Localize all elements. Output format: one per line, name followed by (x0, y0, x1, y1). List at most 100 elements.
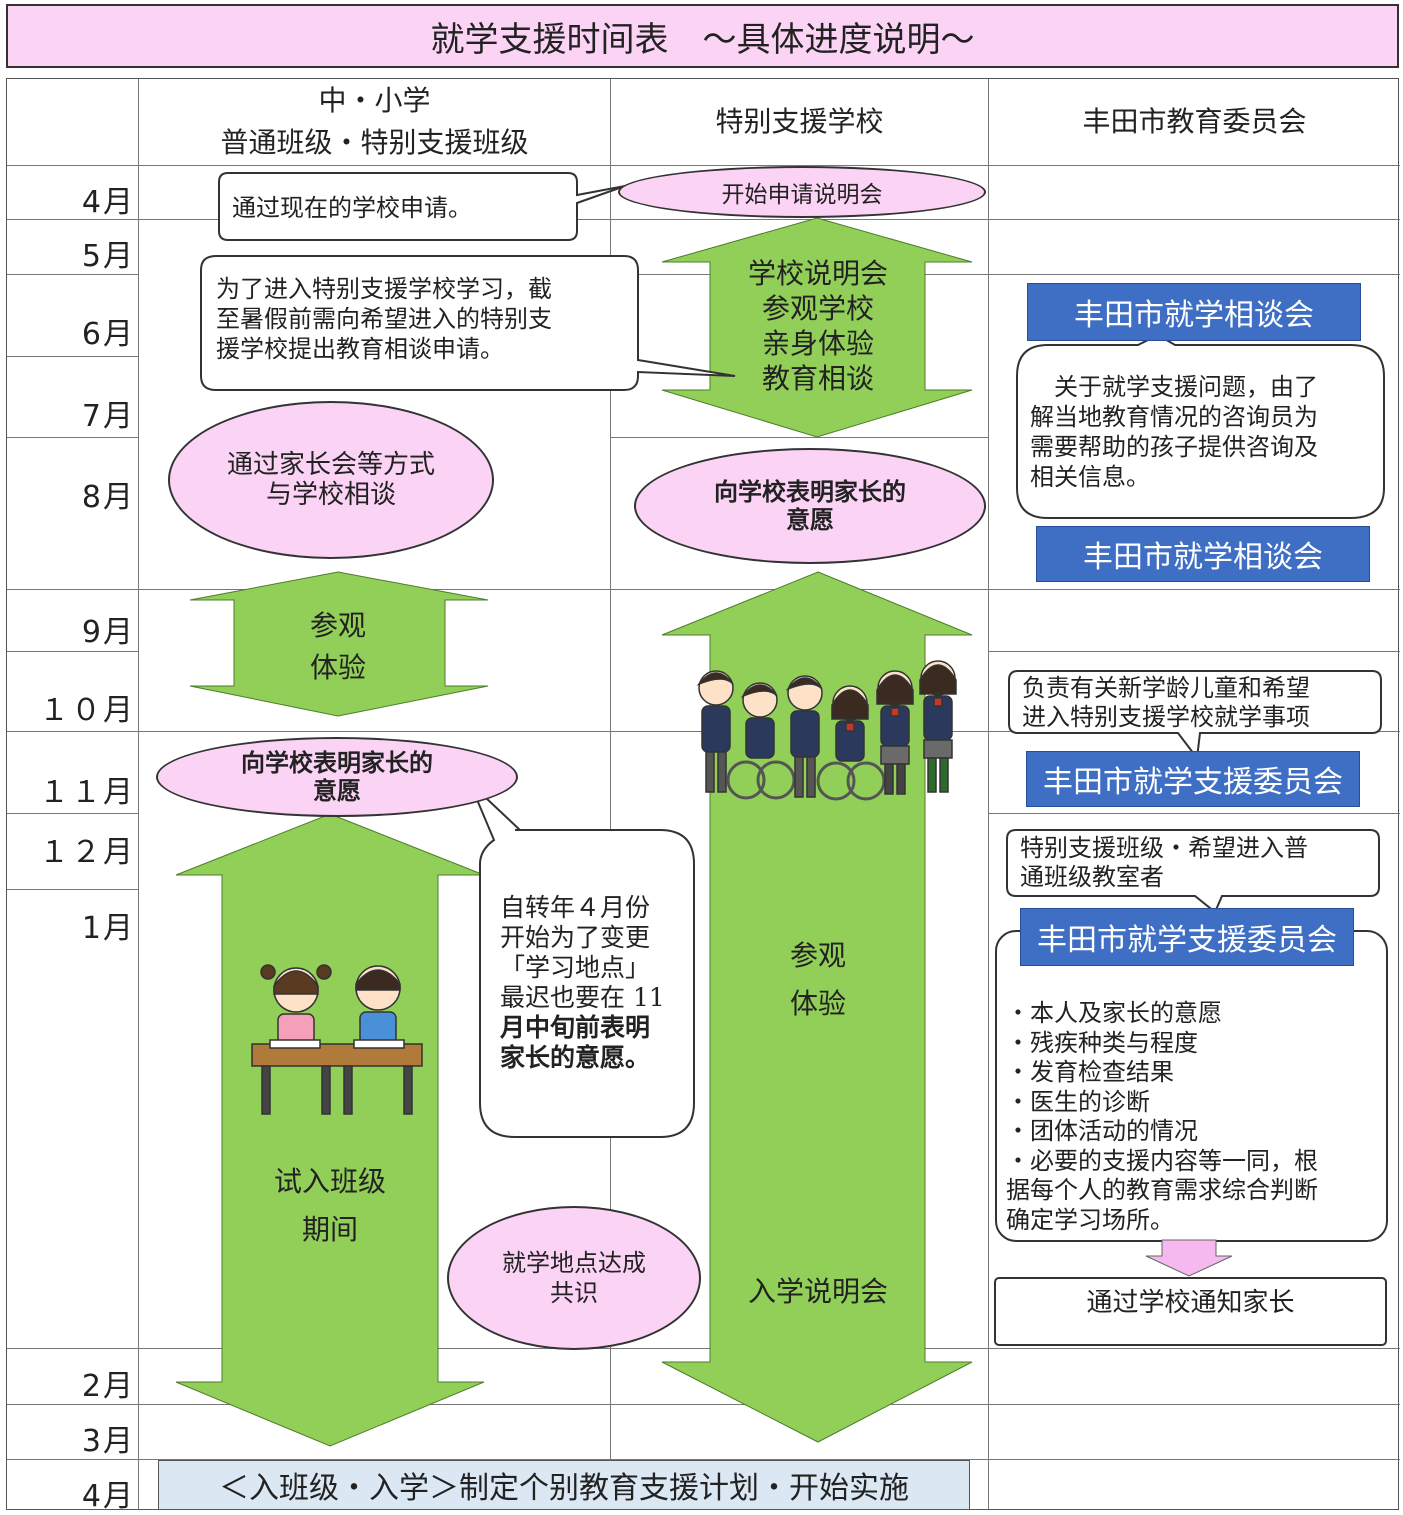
special-first-line: 亲身体验 (761, 327, 874, 360)
change-callout-line: 「学习地点」 (500, 953, 651, 982)
school-visit-arrow-text: 参观 体验 (278, 605, 398, 689)
school-trial-arrow (175, 813, 485, 1447)
month-label: １１月 (39, 775, 135, 810)
consult-info-line: 解当地教育情况的咨询员为 (1030, 403, 1318, 431)
consult-callout-line: 至暑假前需向希望进入的特别支 (216, 305, 552, 333)
apply-callout-shape (218, 172, 626, 241)
special-wish-ellipse: 向学校表明家长的 意愿 (634, 448, 986, 564)
criteria-item: 据每个人的教育需求综合判断 (1006, 1176, 1318, 1204)
change-callout-shape (469, 782, 695, 1138)
month-label: １０月 (39, 693, 135, 728)
change-callout-line: 开始为了变更 (500, 923, 651, 952)
row-line (610, 274, 1400, 275)
row-line (7, 1459, 1400, 1460)
notify-parents-text: 通过学校通知家长 (1086, 1288, 1295, 1318)
month-label: 3月 (81, 1424, 135, 1459)
month-label: 8月 (81, 480, 135, 515)
agree-line: 就学地点达成 (502, 1249, 646, 1277)
school-visit-arrow (189, 571, 489, 717)
consult-info-line: 需要帮助的孩子提供咨询及 (1030, 433, 1318, 461)
special-first-arrow (661, 217, 973, 438)
school-wish-line: 意愿 (313, 776, 361, 805)
consult-meeting-box-2: 丰田市就学相谈会 (1036, 526, 1370, 582)
enroll-meeting-text: 入学说明会 (747, 1275, 888, 1308)
row-line (7, 1404, 1400, 1405)
transfer-callout-text: 特别支援班级・希望进入普 通班级教室者 (1020, 834, 1308, 892)
row-line (7, 589, 1400, 590)
consult-callout-text: 为了进入特别支援学校学习，截 至暑假前需向希望进入的特别支 援学校提出教育相谈申… (216, 274, 552, 364)
special-big-line: 体验 (789, 987, 846, 1020)
special-big-line: 参观 (789, 939, 846, 972)
new-child-line: 进入特别支援学校就学事项 (1022, 703, 1310, 731)
agree-line: 共识 (550, 1279, 598, 1307)
change-callout-line: 自转年４月份 (500, 893, 651, 922)
consult-meeting-box-1: 丰田市就学相谈会 (1027, 283, 1361, 341)
school-trial-line: 期间 (301, 1213, 358, 1246)
column-header-board: 丰田市教育委员会 (1082, 105, 1307, 138)
notify-box-shape (994, 1277, 1387, 1346)
apply-callout-text: 通过现在的学校申请。 (232, 194, 472, 222)
special-first-line: 学校说明会 (747, 257, 888, 290)
column-header-school-line2: 普通班级・特别支援班级 (220, 126, 529, 159)
parent-meeting-ellipse: 通过家长会等方式 与学校相谈 (168, 401, 494, 559)
consult-info-callout-text: 关于就学支援问题，由了 解当地教育情况的咨询员为 需要帮助的孩子提供咨询及 相关… (1030, 372, 1318, 492)
consult-callout-shape (200, 255, 736, 391)
change-callout-line: 月中旬前表明 (500, 1013, 651, 1042)
column-header-school: 中・小学 普通班级・特别支援班级 (139, 79, 610, 165)
row-line (610, 437, 988, 438)
column-header-special-school: 特别支援学校 (715, 105, 884, 138)
change-callout-line: 最迟也要在 11 (500, 983, 665, 1012)
divider-month-column (138, 79, 139, 1509)
row-line (7, 219, 1400, 220)
row-line (988, 813, 1400, 814)
support-committee-box-2: 丰田市就学支援委员会 (1020, 908, 1354, 966)
special-big-arrow (661, 571, 973, 1443)
special-wish-line: 意愿 (786, 505, 834, 534)
criteria-item: ・本人及家长的意愿 (1006, 999, 1222, 1027)
month-label: 5月 (81, 239, 135, 274)
special-big-arrow-text: 参观 体验 (738, 932, 898, 1028)
row-line (7, 437, 138, 438)
criteria-item: ・残疾种类与程度 (1006, 1028, 1198, 1057)
criteria-item: ・发育检查结果 (1006, 1058, 1174, 1086)
row-line (7, 356, 138, 357)
new-child-callout-shape (1008, 670, 1382, 761)
special-wish-line: 向学校表明家长的 (714, 477, 906, 506)
consult-info-line: 相关信息。 (1030, 463, 1150, 491)
special-first-line: 教育相谈 (761, 362, 874, 395)
row-line (7, 889, 138, 890)
support-committee-box-1: 丰田市就学支援委员会 (1026, 751, 1360, 807)
month-label: 4月 (81, 185, 135, 220)
row-line (7, 165, 1400, 166)
special-first-line: 参观学校 (761, 292, 874, 325)
divider-special-column (988, 79, 989, 1509)
notify-down-arrow (1145, 1239, 1233, 1277)
implementation-bar: ＜入班级・入学＞制定个别教育支援计划・开始实施 (158, 1460, 970, 1510)
school-trial-line: 试入班级 (273, 1165, 386, 1198)
consult-info-line: 关于就学支援问题，由了 (1030, 373, 1318, 401)
row-line (988, 651, 1400, 652)
transfer-callout-shape (1006, 829, 1380, 914)
parent-meeting-line: 与学校相谈 (265, 480, 396, 510)
divider-school-column (610, 79, 611, 1509)
students-illustration (696, 660, 957, 801)
month-label: 4月 (81, 1479, 135, 1514)
month-label: 2月 (81, 1369, 135, 1404)
school-visit-line: 参观 (309, 609, 366, 642)
transfer-line: 特别支援班级・希望进入普 (1020, 834, 1308, 862)
transfer-line: 通班级教室者 (1020, 863, 1164, 891)
row-line (7, 651, 138, 652)
agree-ellipse: 就学地点达成 共识 (447, 1206, 701, 1350)
criteria-item: ・团体活动的情况 (1006, 1117, 1198, 1145)
criteria-list: ・本人及家长的意愿 ・残疾种类与程度 ・发育检查结果 ・医生的诊断 ・团体活动的… (1006, 999, 1318, 1235)
month-label: １２月 (39, 835, 135, 870)
criteria-item: ・必要的支援内容等一同，根 (1006, 1146, 1318, 1175)
new-child-line: 负责有关新学龄儿童和希望 (1022, 674, 1310, 702)
school-wish-line: 向学校表明家长的 (241, 748, 433, 777)
consult-callout-line: 援学校提出教育相谈申请。 (216, 335, 504, 363)
school-trial-arrow-text: 试入班级 期间 (240, 1158, 420, 1254)
parent-meeting-line: 通过家长会等方式 (226, 450, 435, 480)
kids-desks-illustration (251, 964, 423, 1115)
new-child-callout-text: 负责有关新学龄儿童和希望 进入特别支援学校就学事项 (1022, 674, 1310, 732)
